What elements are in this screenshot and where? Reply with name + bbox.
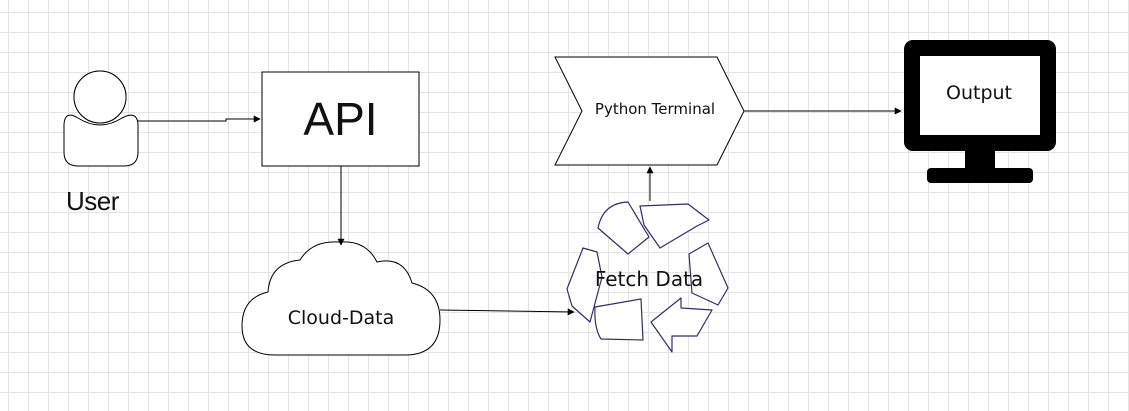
python-terminal-label: Python Terminal (594, 100, 716, 118)
monitor-icon[interactable] (904, 40, 1056, 183)
api-label: API (303, 93, 378, 145)
fetch-data-label: Fetch Data (594, 267, 704, 291)
recycle-icon[interactable] (566, 201, 729, 353)
cloud-data-label: Cloud-Data (287, 307, 395, 329)
python-terminal-shape[interactable] (554, 56, 745, 166)
api-box[interactable] (261, 71, 420, 167)
edge-user-api (138, 115, 261, 123)
user-icon[interactable] (63, 70, 139, 167)
output-label: Output (946, 82, 1012, 104)
cloud-shape[interactable] (241, 241, 441, 356)
edge-cloud-fetch (439, 308, 575, 316)
user-label: User (66, 186, 119, 216)
